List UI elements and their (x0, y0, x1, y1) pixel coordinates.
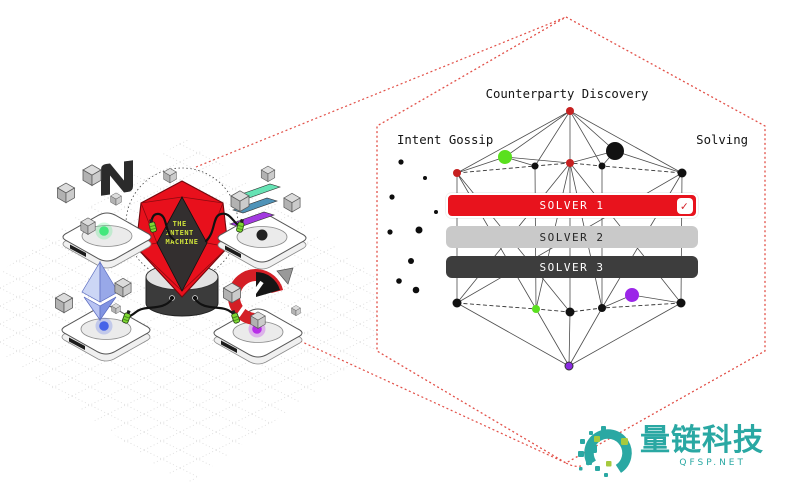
solver-3-button[interactable]: SOLVER 3 (446, 256, 698, 278)
platform-ethereum (61, 305, 151, 362)
callout-line-top (195, 16, 567, 168)
callout-tail (565, 462, 582, 467)
gossip-dots (387, 159, 438, 294)
purple-node (625, 288, 639, 302)
watermark-logo-icon (578, 426, 632, 477)
check-icon: ✓ (680, 198, 690, 213)
watermark-site: QFSP.NET (679, 457, 746, 468)
ethereum-logo (81, 260, 119, 322)
intent-machine-icosahedron: THE INTENT MACHINE (135, 180, 229, 298)
bottom-vertex-node (564, 361, 574, 371)
solver-1-label: SOLVER 1 (539, 199, 605, 212)
solver-2-label: SOLVER 2 (539, 230, 605, 244)
machine-label: THE INTENT MACHINE (165, 220, 198, 246)
gray-triangle (276, 267, 294, 285)
watermark: 量链科技 QFSP.NET (577, 425, 764, 481)
solver-3-label: SOLVER 3 (539, 260, 605, 274)
big-black-node (606, 142, 624, 160)
machine-face (156, 196, 208, 292)
platform-solana (217, 213, 307, 270)
green-node-lower (532, 305, 540, 313)
watermark-brand: 量链科技 (640, 423, 764, 458)
panel-title: Counterparty Discovery (486, 87, 649, 101)
intent-gossip-label: Intent Gossip (397, 133, 493, 147)
network-nodes (452, 107, 687, 371)
platform-near (62, 212, 152, 269)
network-graph (452, 107, 687, 371)
near-logo (101, 160, 133, 196)
solver-2-button[interactable]: SOLVER 2 (446, 226, 698, 248)
solver-1-button[interactable]: SOLVER 1 ✓ (446, 193, 698, 218)
green-node (498, 150, 512, 164)
solving-label: Solving (696, 133, 748, 147)
solver-1-checkbox[interactable]: ✓ (677, 197, 693, 214)
callout-lines (195, 16, 582, 467)
